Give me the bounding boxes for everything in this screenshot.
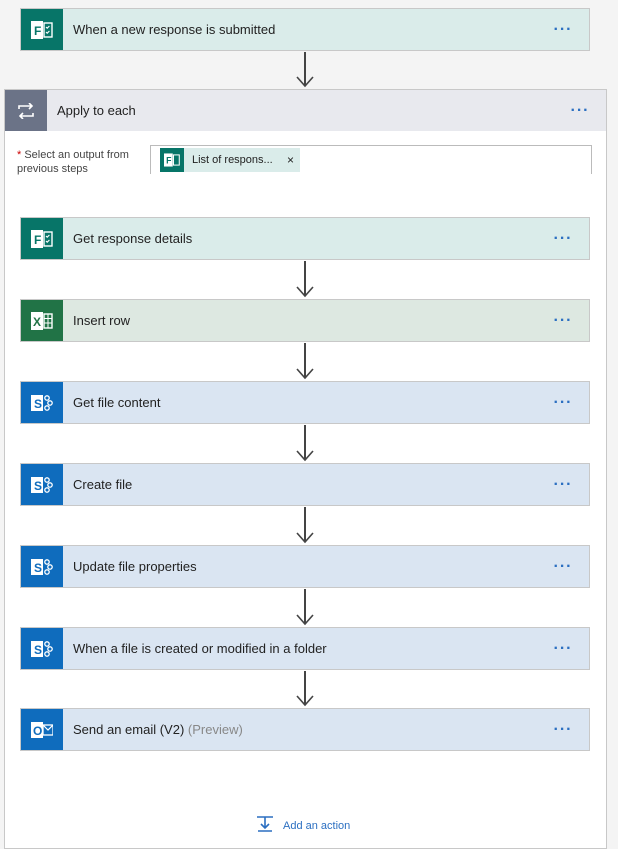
token-label: List of respons... (192, 154, 273, 166)
action-more-button[interactable]: ··· (553, 475, 573, 493)
action-label: Insert row (73, 313, 131, 328)
select-output-label: * Select an output from previous steps (17, 148, 142, 176)
sharepoint-icon: S (21, 464, 63, 505)
action-title: Send an email (V2) (73, 722, 185, 737)
action-card-get-file-content[interactable]: S Get file content ··· (20, 381, 590, 424)
forms-icon: F (21, 9, 63, 50)
preview-tag: (Preview) (187, 722, 243, 737)
action-label: Send an email (V2) (Preview) (63, 722, 545, 737)
trigger-more-button[interactable]: ··· (553, 20, 573, 38)
trigger-card[interactable]: F When a new response is submitted ··· (20, 8, 590, 51)
action-card-create-file[interactable]: S Create file ··· (20, 463, 590, 506)
svg-text:F: F (34, 24, 41, 38)
action-label: Get response details (73, 231, 193, 246)
action-label: Update file properties (73, 559, 197, 574)
connector-arrow (295, 261, 315, 299)
connector-arrow (295, 425, 315, 463)
add-action-icon (255, 814, 275, 837)
connector-arrow (295, 343, 315, 381)
apply-to-each-label: Apply to each (57, 103, 136, 118)
action-more-button[interactable]: ··· (553, 557, 573, 575)
loop-more-button[interactable]: ··· (570, 101, 590, 119)
trigger-label: When a new response is submitted (73, 22, 276, 37)
sharepoint-icon: S (21, 546, 63, 587)
svg-text:S: S (34, 643, 42, 657)
action-card-get-response-details[interactable]: F Get response details ··· (20, 217, 590, 260)
svg-text:O: O (33, 724, 42, 738)
dynamic-content-token[interactable]: F List of respons... × (160, 148, 300, 172)
svg-text:F: F (166, 156, 171, 166)
connector-arrow (295, 52, 315, 89)
svg-text:X: X (33, 315, 41, 329)
action-card-insert-row[interactable]: X Insert row ··· (20, 299, 590, 342)
add-action-button[interactable]: Add an action (255, 814, 350, 837)
connector-arrow (295, 589, 315, 627)
close-icon[interactable]: × (286, 153, 294, 167)
loop-icon (5, 90, 47, 131)
sharepoint-icon: S (21, 382, 63, 423)
action-card-update-file-properties[interactable]: S Update file properties ··· (20, 545, 590, 588)
action-more-button[interactable]: ··· (553, 311, 573, 329)
svg-text:S: S (34, 479, 42, 493)
action-more-button[interactable]: ··· (553, 639, 573, 657)
select-output-text: Select an output from previous steps (17, 149, 129, 175)
action-more-button[interactable]: ··· (553, 393, 573, 411)
add-action-label: Add an action (283, 819, 351, 832)
action-card-when-file-created-or-modified[interactable]: S When a file is created or modified in … (20, 627, 590, 670)
action-more-button[interactable]: ··· (553, 229, 573, 247)
action-more-button[interactable]: ··· (553, 720, 573, 738)
svg-text:S: S (34, 561, 42, 575)
forms-icon: F (21, 218, 63, 259)
forms-icon: F (160, 148, 184, 172)
connector-arrow (295, 507, 315, 545)
action-label: When a file is created or modified in a … (73, 641, 327, 656)
connector-arrow (295, 671, 315, 708)
action-label: Get file content (73, 395, 161, 410)
outlook-icon: O (21, 709, 63, 750)
apply-to-each-header[interactable]: Apply to each ··· (5, 90, 606, 131)
action-label: Create file (73, 477, 133, 492)
excel-icon: X (21, 300, 63, 341)
sharepoint-icon: S (21, 628, 63, 669)
action-card-send-email[interactable]: O Send an email (V2) (Preview) ··· (20, 708, 590, 751)
select-output-field[interactable]: F List of respons... × (150, 145, 592, 174)
svg-text:F: F (34, 233, 41, 247)
svg-text:S: S (34, 397, 42, 411)
required-mark: * (17, 149, 22, 161)
